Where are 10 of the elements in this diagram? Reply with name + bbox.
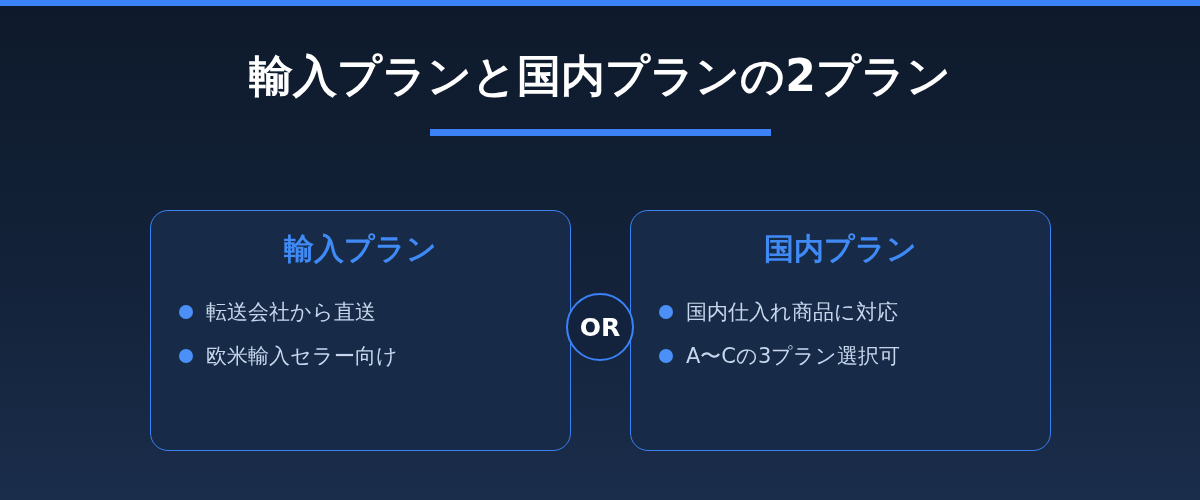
bullet-text: 欧米輸入セラー向け [206, 343, 398, 370]
bullet-text: 転送会社から直送 [206, 299, 376, 326]
card-heading: 国内プラン [764, 231, 917, 267]
title: 輸入プランと国内プランの2プラン [249, 50, 951, 103]
bullet-text: 国内仕入れ商品に対応 [686, 299, 898, 326]
bullet-text: A〜Cの3プラン選択可 [686, 343, 901, 370]
card-heading: 輸入プラン [284, 231, 437, 267]
plan-card [630, 210, 1051, 451]
or-badge: OR [566, 293, 634, 361]
plan-card [150, 210, 571, 451]
